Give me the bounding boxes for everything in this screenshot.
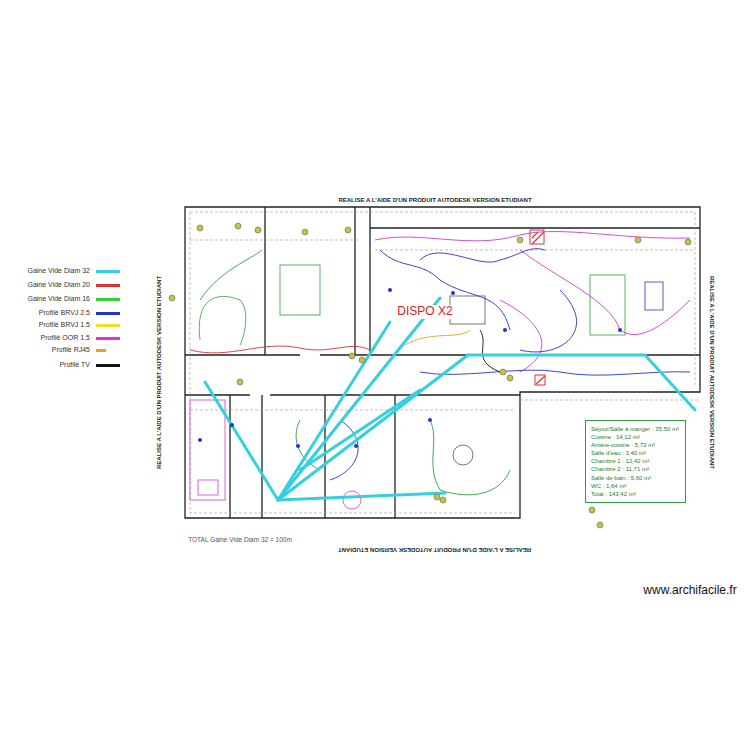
legend-swatch xyxy=(96,349,106,352)
legend-swatch xyxy=(96,312,120,315)
legend-text: Profilé TV xyxy=(59,361,90,369)
legend-swatch xyxy=(96,270,120,273)
legend-text: Profilé BRVJ 2.5 xyxy=(39,309,90,317)
surface-line: Salle de bain : 5,60 m² xyxy=(591,474,680,482)
surface-line: Arrière-cuisine : 5,73 m² xyxy=(591,441,680,449)
watermark: REALISE A L'AIDE D'UN PRODUIT AUTODESK V… xyxy=(338,546,531,553)
surface-table: Séjour/Salle à manger : 35,50 m²Cuisine … xyxy=(585,420,686,503)
legend-text: Profilé OOR 1.5 xyxy=(41,334,90,342)
surface-line: Chambre 2 : 11,71 m² xyxy=(591,465,680,473)
surface-line: Cuisine : 14,12 m² xyxy=(591,433,680,441)
legend-swatch xyxy=(96,298,120,301)
legend-text: Gaine Vide Diam 16 xyxy=(27,295,90,303)
watermark: REALISE A L'AIDE D'UN PRODUIT AUTODESK V… xyxy=(709,275,716,468)
surface-line: Salle d'eau : 3,40 m² xyxy=(591,449,680,457)
site-watermark: www.archifacile.fr xyxy=(643,584,736,598)
surface-line: Total : 143,42 m² xyxy=(591,490,680,498)
legend-swatch xyxy=(96,364,120,367)
legend-swatch xyxy=(96,284,120,287)
watermark: REALISE A L'AIDE D'UN PRODUIT AUTODESK V… xyxy=(157,275,164,468)
watermark: REALISE A L'AIDE D'UN PRODUIT AUTODESK V… xyxy=(338,197,531,204)
legend-text: Gaine Vide Diam 32 xyxy=(27,267,90,275)
surface-line: WC : 1,64 m² xyxy=(591,482,680,490)
legend-text: Gaine Vide Diam 20 xyxy=(27,281,90,289)
legend-swatch xyxy=(96,324,120,327)
legend-swatch xyxy=(96,337,120,340)
total-note: TOTAL Gaine Vide Diam 32 = 100m xyxy=(188,536,292,543)
legend-text: Profilé BRVJ 1.5 xyxy=(39,321,90,329)
surface-line: Séjour/Salle à manger : 35,50 m² xyxy=(591,425,680,433)
device-note: DISPO X2 xyxy=(395,305,454,319)
surface-line: Chambre 1 : 12,42 m² xyxy=(591,457,680,465)
legend-text: Profilé RJ45 xyxy=(52,346,90,354)
